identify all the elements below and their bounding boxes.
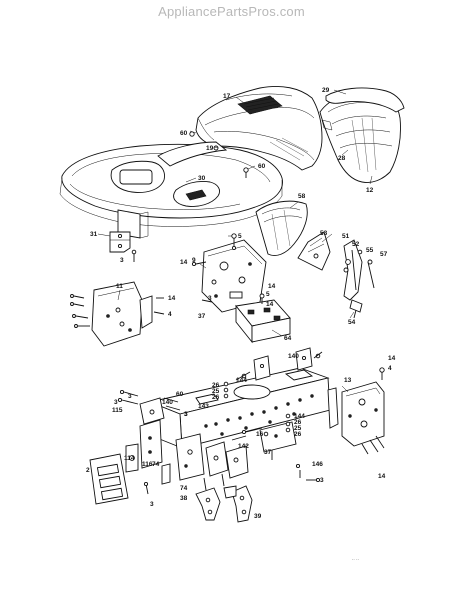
callout-28: 28 (338, 155, 346, 162)
callout-16: 16 (256, 431, 264, 438)
callout-25: 25 (294, 425, 302, 432)
callout-labels: 17 29 60 19 60 28 12 30 58 31 3 5 14 53 … (86, 87, 396, 520)
callout-3: 3 (128, 393, 132, 400)
fender-deck-part (59, 141, 283, 239)
front-plate-13-part (327, 367, 385, 455)
callout-57: 57 (380, 251, 388, 258)
callout-9: 9 (192, 257, 196, 264)
callout-140: 140 (288, 353, 299, 360)
leader-lines (97, 89, 373, 393)
callout-58: 58 (298, 193, 306, 200)
callout-144: 144 (236, 377, 247, 384)
callout-53: 53 (320, 230, 328, 237)
main-frame-part (148, 347, 331, 453)
callout-11: 11 (116, 283, 123, 290)
callout-114: 114 (124, 455, 135, 462)
callout-14: 14 (266, 301, 274, 308)
plate-53-part (297, 231, 331, 271)
callout-116: 116 (142, 461, 153, 468)
shield-58-part (255, 200, 308, 256)
callout-3: 3 (114, 399, 118, 406)
lever-assembly-part (343, 239, 375, 319)
callout-3: 3 (120, 257, 124, 264)
callout-14: 14 (168, 295, 176, 302)
callout-30: 30 (198, 175, 206, 182)
callout-143: 143 (198, 403, 209, 410)
callout-39: 39 (254, 513, 262, 520)
callout-14: 14 (388, 355, 396, 362)
callout-19: 19 (206, 145, 214, 152)
bottom-bracket-39-part (223, 485, 253, 523)
callout-60: 60 (180, 130, 188, 137)
grille-part (319, 87, 405, 183)
callout-31: 31 (90, 231, 98, 238)
callout-14: 14 (268, 283, 276, 290)
callout-3: 3 (184, 411, 188, 418)
bottom-bracket-38-part (195, 487, 221, 521)
dash-panel-9-part (191, 233, 267, 313)
callout-5: 5 (238, 233, 242, 240)
lower-plate-2-part (89, 453, 149, 505)
callout-4: 4 (388, 365, 392, 372)
callout-55: 55 (366, 247, 374, 254)
callout-52: 52 (352, 241, 360, 248)
callout-3: 3 (184, 411, 188, 418)
callout-64: 64 (284, 335, 292, 342)
callout-140: 140 (162, 399, 173, 406)
callout-14: 14 (180, 259, 188, 266)
callout-146: 146 (312, 461, 323, 468)
callout-74: 74 (180, 485, 188, 492)
side-plate-114-part (125, 419, 171, 485)
callout-26: 26 (294, 431, 302, 438)
callout-13: 13 (344, 377, 352, 384)
callout-51: 51 (342, 233, 350, 240)
callout-3: 3 (320, 477, 324, 484)
callout-60: 60 (176, 391, 184, 398)
callout-3: 3 (150, 501, 154, 508)
callout-17: 17 (223, 93, 231, 100)
callout-38: 38 (180, 495, 188, 502)
callout-142: 142 (238, 443, 249, 450)
rear-bracket-left-part (117, 389, 181, 425)
callout-12: 12 (366, 187, 374, 194)
callout-3: 3 (208, 295, 212, 302)
callout-29: 29 (322, 87, 330, 94)
bracket-31-part (109, 231, 137, 262)
footer-mark: .. .. (352, 556, 359, 562)
callout-2: 2 (86, 467, 90, 474)
watermark: AppliancePartsPros.com (158, 4, 305, 19)
callout-26: 26 (212, 382, 220, 389)
hood-hardware (189, 131, 249, 178)
hood-part (195, 86, 323, 171)
callout-4: 4 (168, 311, 172, 318)
upper-hardware-part (223, 351, 323, 483)
callout-37: 37 (198, 313, 206, 320)
callout-25: 25 (212, 388, 220, 395)
callout-14: 14 (378, 473, 386, 480)
callout-54: 54 (348, 319, 356, 326)
callout-60: 60 (258, 163, 266, 170)
side-panel-11-part (70, 281, 165, 347)
callout-5: 5 (266, 291, 270, 298)
callout-115: 115 (112, 407, 123, 414)
hood-grille (237, 95, 283, 115)
callout-26: 26 (294, 419, 302, 426)
callout-26: 26 (212, 394, 220, 401)
callout-144: 144 (294, 413, 305, 420)
center-bracket-part (175, 427, 263, 491)
callout-74: 74 (152, 461, 160, 468)
battery-tray-64-part (235, 293, 291, 344)
callout-37: 37 (264, 449, 272, 456)
